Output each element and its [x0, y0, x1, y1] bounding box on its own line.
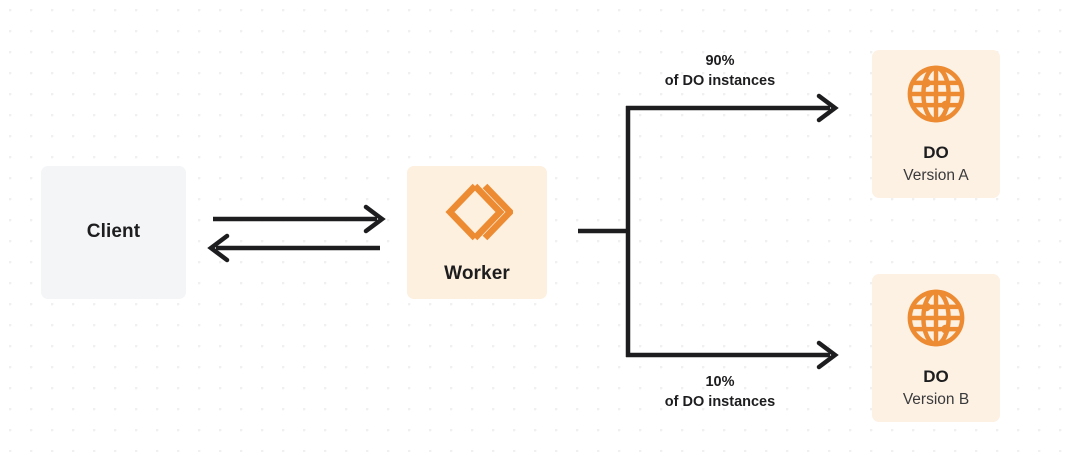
node-client[interactable]: Client [41, 166, 186, 299]
node-do-a-sublabel: Version A [903, 166, 969, 184]
edge-label-do-a-percent: 90% [705, 53, 735, 69]
arrow-worker-to-do-a [626, 93, 839, 123]
node-worker-label: Worker [444, 262, 510, 284]
node-client-label: Client [86, 221, 141, 243]
node-do-b-label: DO [923, 366, 949, 386]
edge-label-do-b-percent: 10% [705, 374, 735, 390]
arrow-client-to-worker [213, 204, 386, 234]
node-do-b-sublabel: Version B [902, 390, 970, 408]
edge-label-do-a: 90% of DO instances [610, 52, 830, 91]
cloudflare-workers-icon [441, 181, 515, 248]
edge-label-do-b-text: of DO instances [664, 393, 776, 410]
node-do-version-a[interactable]: DO Version A [872, 50, 1000, 198]
arrow-worker-to-do-b [626, 340, 839, 370]
arrow-worker-to-client [207, 233, 380, 263]
node-do-a-label: DO [923, 142, 949, 162]
edge-label-do-a-text: of DO instances [664, 72, 776, 89]
edge-label-do-b: 10% of DO instances [610, 373, 830, 412]
node-do-version-b[interactable]: DO Version B [872, 274, 1000, 422]
globe-icon [905, 287, 967, 354]
branch-connector [578, 106, 631, 357]
node-worker[interactable]: Worker [407, 166, 547, 299]
globe-icon [905, 63, 967, 130]
